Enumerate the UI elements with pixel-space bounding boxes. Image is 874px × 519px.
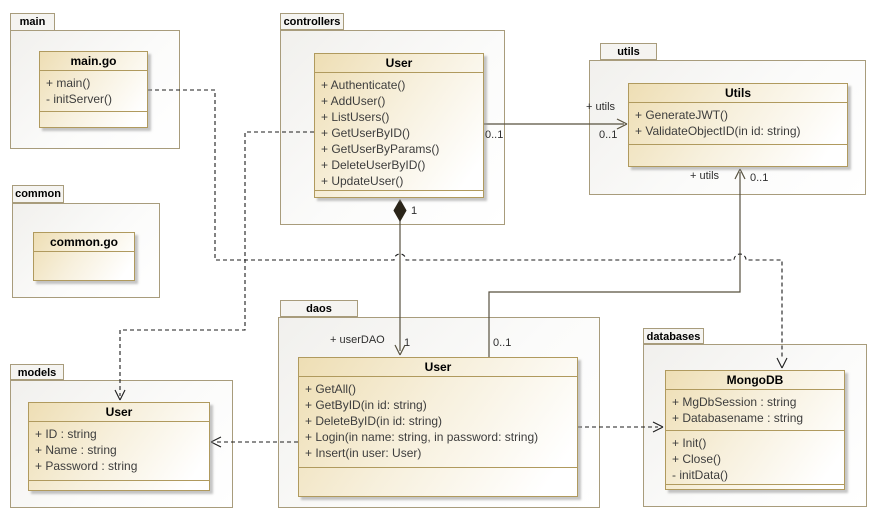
class-name: common.go: [34, 233, 134, 252]
class-mongodb: MongoDB + MgDbSession : string + Databas…: [665, 370, 845, 490]
class-name: main.go: [40, 52, 147, 71]
empty-compartment: [315, 190, 483, 197]
member-row: + GenerateJWT(): [635, 108, 729, 122]
member-row: + ListUsers(): [321, 110, 390, 124]
role-label: + userDAO: [330, 334, 385, 346]
package-models-tab: models: [10, 364, 64, 380]
methods-compartment: + Init() + Close() - initData(): [666, 430, 844, 484]
attributes-compartment: + MgDbSession : string + Databasename : …: [666, 390, 844, 430]
member-row: + main(): [46, 76, 91, 90]
member-row: + Password : string: [35, 459, 138, 473]
member-row: - initData(): [672, 468, 729, 482]
member-row: + Init(): [672, 436, 707, 450]
class-name: User: [315, 54, 483, 73]
class-controllers-user: User + Authenticate() + AddUser() + List…: [314, 53, 484, 198]
empty-compartment: [629, 144, 847, 166]
multiplicity-label: 0..1: [493, 337, 512, 349]
package-utils-tab: utils: [600, 43, 657, 60]
class-models-user: User + ID : string + Name : string + Pas…: [28, 402, 210, 491]
class-common-go: common.go: [33, 232, 135, 281]
multiplicity-label: 0..1: [485, 129, 504, 141]
empty-compartment: [40, 111, 147, 127]
class-name: User: [299, 358, 577, 377]
attributes-compartment: + ID : string + Name : string + Password…: [29, 422, 209, 480]
multiplicity-label: 0..1: [750, 172, 769, 184]
member-row: + Insert(in user: User): [305, 446, 422, 460]
multiplicity-label: 0..1: [599, 129, 618, 141]
member-row: + Close(): [672, 452, 722, 466]
class-main-go: main.go + main() - initServer(): [39, 51, 148, 128]
multiplicity-label: 1: [411, 205, 418, 217]
member-row: + GetUserByParams(): [321, 142, 440, 156]
role-label: + utils: [690, 170, 720, 182]
class-name: MongoDB: [666, 371, 844, 390]
member-row: + Authenticate(): [321, 78, 406, 92]
empty-compartment: [34, 252, 134, 280]
empty-compartment: [29, 480, 209, 490]
member-row: + AddUser(): [321, 94, 386, 108]
methods-compartment: + GetAll() + GetByID(in id: string) + De…: [299, 377, 577, 467]
member-row: - initServer(): [46, 92, 113, 106]
member-row: + Name : string: [35, 443, 117, 457]
package-controllers-tab: controllers: [280, 13, 344, 30]
member-row: + GetUserByID(): [321, 126, 411, 140]
member-row: + ID : string: [35, 427, 97, 441]
empty-compartment: [299, 467, 577, 496]
member-row: + DeleteUserByID(): [321, 158, 426, 172]
methods-compartment: + main() - initServer(): [40, 71, 147, 111]
empty-compartment: [666, 484, 844, 489]
class-name: User: [29, 403, 209, 422]
methods-compartment: + GenerateJWT() + ValidateObjectID(in id…: [629, 103, 847, 144]
member-row: + UpdateUser(): [321, 174, 404, 188]
package-common-tab: common: [12, 185, 64, 203]
multiplicity-label: 1: [404, 337, 411, 349]
class-name: Utils: [629, 84, 847, 103]
member-row: + Login(in name: string, in password: st…: [305, 430, 539, 444]
class-daos-user: User + GetAll() + GetByID(in id: string)…: [298, 357, 578, 497]
member-row: + DeleteByID(in id: string): [305, 414, 443, 428]
member-row: + MgDbSession : string: [672, 395, 797, 409]
member-row: + GetAll(): [305, 382, 357, 396]
methods-compartment: + Authenticate() + AddUser() + ListUsers…: [315, 73, 483, 190]
member-row: + ValidateObjectID(in id: string): [635, 124, 801, 138]
role-label: + utils: [586, 101, 616, 113]
package-databases-tab: databases: [643, 328, 704, 344]
class-utils: Utils + GenerateJWT() + ValidateObjectID…: [628, 83, 848, 167]
package-daos-tab: daos: [280, 300, 358, 317]
member-row: + Databasename : string: [672, 411, 804, 425]
package-main-tab: main: [10, 13, 55, 31]
member-row: + GetByID(in id: string): [305, 398, 427, 412]
